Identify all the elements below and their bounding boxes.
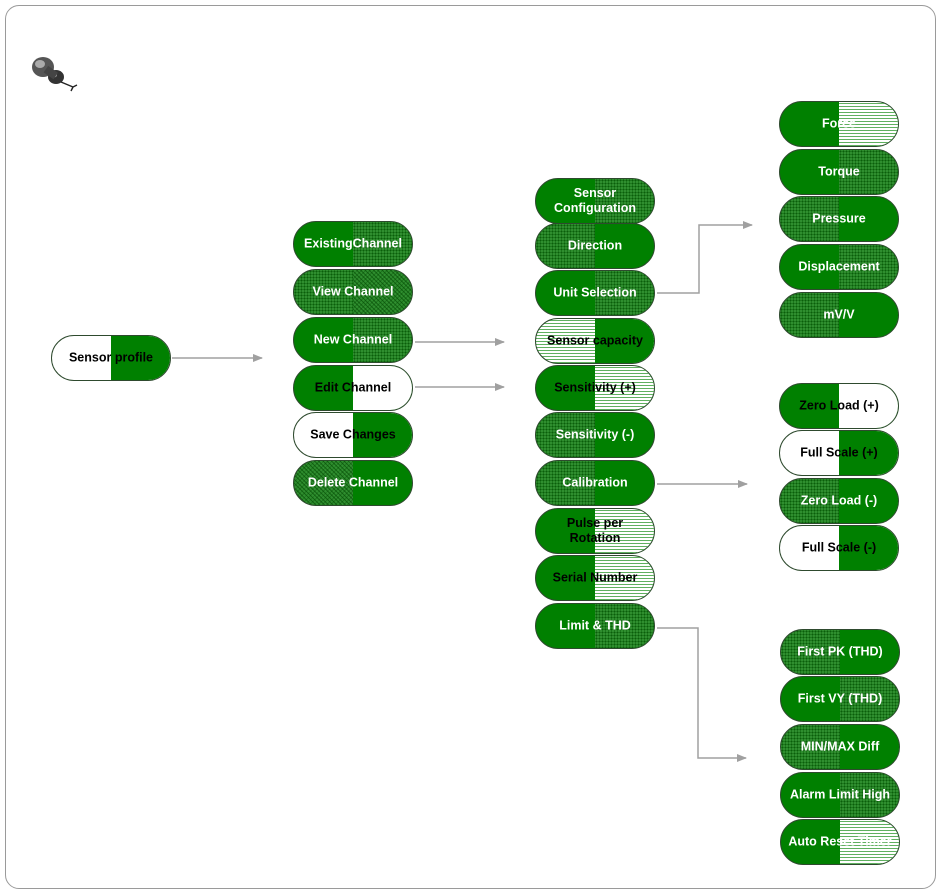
node-sensor-profile[interactable]: Sensor profile [51,335,171,381]
node-auto-reset-timer[interactable]: Auto Reset Timer [780,819,900,865]
node-label: Calibration [562,475,628,490]
node-first-vy-thd[interactable]: First VY (THD) [780,676,900,722]
node-label: Sensor profile [68,350,154,365]
node-half-fill [353,318,412,362]
node-calibration[interactable]: Calibration [535,460,655,506]
node-full-scale[interactable]: Full Scale (+) [779,430,899,476]
node-half-fill [839,479,898,523]
node-half-fill [353,366,412,410]
node-label: Unit Selection [553,285,637,300]
pushpin-icon [32,57,78,92]
node-label: New Channel [313,332,393,347]
node-label: Force [821,116,857,131]
node-serial-number[interactable]: Serial Number [535,555,655,601]
node-unit-selection[interactable]: Unit Selection [535,270,655,316]
node-zero-load[interactable]: Zero Load (-) [779,478,899,524]
node-half-fill [839,293,898,337]
node-half-fill [839,526,898,570]
node-label: Full Scale (+) [800,445,878,460]
node-label: Torque [818,164,860,179]
node-label: Delete Channel [307,475,399,490]
node-half-fill [840,820,899,864]
node-half-fill [840,773,899,817]
node-half-fill [839,245,898,289]
node-mv-v[interactable]: mV/V [779,292,899,338]
node-label: ExistingChannel [304,236,402,251]
node-full-scale[interactable]: Full Scale (-) [779,525,899,571]
node-label: Pressure [812,211,866,226]
node-half-fill [595,556,654,600]
node-label: Alarm Limit High [789,787,890,802]
node-label: Zero Load (-) [800,493,878,508]
node-label: Displacement [798,259,880,274]
node-label: View Channel [312,284,394,299]
node-half-fill [839,197,898,241]
node-label: Limit & THD [559,618,631,633]
node-view-channel[interactable]: View Channel [293,269,413,315]
node-alarm-limit-high[interactable]: Alarm Limit High [780,772,900,818]
node-delete-channel[interactable]: Delete Channel [293,460,413,506]
node-first-pk-thd[interactable]: First PK (THD) [780,629,900,675]
node-label: Pulse per Rotation [566,516,624,545]
node-label: Sensitivity (-) [555,427,635,442]
node-save-changes[interactable]: Save Changes [293,412,413,458]
node-half-fill [595,604,654,648]
node-half-fill [595,509,654,553]
node-half-fill [536,224,595,268]
node-half-fill [536,413,595,457]
node-label: Serial Number [552,570,638,585]
node-edit-channel[interactable]: Edit Channel [293,365,413,411]
node-sensor-capacity[interactable]: Sensor capacity [535,318,655,364]
arrow-limit-to-limit-menu [657,627,747,762]
node-existingchannel[interactable]: ExistingChannel [293,221,413,267]
node-label: mV/V [823,307,855,322]
node-torque[interactable]: Torque [779,149,899,195]
node-half-fill [839,431,898,475]
node-label: First VY (THD) [797,691,883,706]
node-half-fill [595,179,654,223]
node-sensor-configuration[interactable]: Sensor Configuration [535,178,655,224]
node-sensitivity[interactable]: Sensitivity (-) [535,412,655,458]
node-half-fill [595,271,654,315]
node-label: MIN/MAX Diff [800,739,880,754]
node-half-fill [839,384,898,428]
node-half-fill [595,366,654,410]
node-half-fill [840,677,899,721]
node-pressure[interactable]: Pressure [779,196,899,242]
node-half-fill [353,461,412,505]
node-half-fill [111,336,170,380]
node-label: Save Changes [310,427,396,442]
node-half-fill [595,461,654,505]
node-half-fill [840,725,899,769]
node-displacement[interactable]: Displacement [779,244,899,290]
node-limit-thd[interactable]: Limit & THD [535,603,655,649]
node-label: Sensor capacity [547,333,643,348]
node-force[interactable]: Force [779,101,899,147]
node-pulse-per-rotation[interactable]: Pulse per Rotation [535,508,655,554]
node-half-fill [839,102,898,146]
node-label: Sensor Configuration [554,186,636,215]
node-half-fill [353,413,412,457]
node-half-fill [353,270,412,314]
node-sensitivity[interactable]: Sensitivity (+) [535,365,655,411]
node-half-fill [839,150,898,194]
node-min-max-diff[interactable]: MIN/MAX Diff [780,724,900,770]
node-label: First PK (THD) [797,644,883,659]
node-label: Auto Reset Timer [788,834,892,849]
arrow-unit-selection-to-units [657,221,753,294]
node-half-fill [595,319,654,363]
node-label: Sensitivity (+) [554,380,636,395]
node-label: Full Scale (-) [801,540,877,555]
node-new-channel[interactable]: New Channel [293,317,413,363]
node-label: Direction [567,238,623,253]
node-label: Zero Load (+) [799,398,879,413]
node-half-fill [353,222,412,266]
node-zero-load[interactable]: Zero Load (+) [779,383,899,429]
node-direction[interactable]: Direction [535,223,655,269]
node-half-fill [840,630,899,674]
node-label: Edit Channel [314,380,392,395]
